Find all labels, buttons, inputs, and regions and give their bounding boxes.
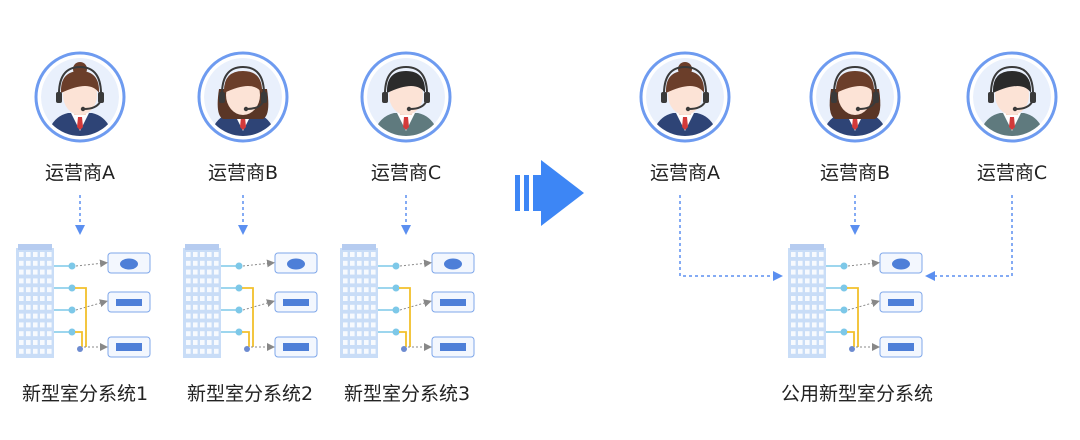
operator-label-right-a: 运营商A [650, 162, 720, 184]
connector-right-c [925, 195, 1013, 281]
system-block-3 [340, 244, 475, 358]
avatar-right-c [966, 51, 1058, 143]
avatar-right-a [639, 51, 731, 143]
operator-label-right-c: 运营商C [976, 162, 1048, 184]
avatar-left-b [197, 51, 289, 143]
avatar-left-a [34, 51, 126, 143]
right-arrow-icon [515, 160, 584, 226]
operator-label-left-a: 运营商A [45, 162, 115, 184]
system-block-1 [16, 244, 151, 358]
avatar-right-b [809, 51, 901, 143]
avatar-left-c [360, 51, 452, 143]
shared-system-label: 公用新型室分系统 [780, 383, 933, 405]
connector-right-a [679, 195, 783, 281]
operator-label-left-b: 运营商B [207, 162, 279, 184]
operator-label-left-c: 运营商C [370, 162, 442, 184]
system-block-2 [183, 244, 318, 358]
system-label-1: 新型室分系统1 [21, 383, 149, 405]
shared-system-block [788, 244, 923, 358]
system-label-3: 新型室分系统3 [343, 383, 471, 405]
system-label-2: 新型室分系统2 [186, 383, 314, 405]
operator-label-right-b: 运营商B [819, 162, 891, 184]
